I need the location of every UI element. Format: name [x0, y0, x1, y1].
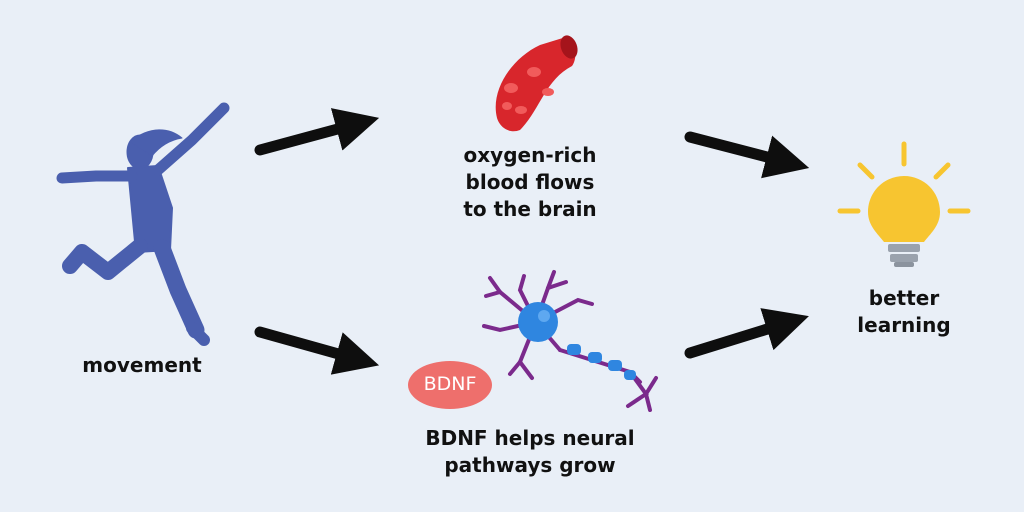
bdnf-line-2: pathways grow	[444, 453, 616, 477]
bdnf-line-1: BDNF helps neural	[425, 426, 635, 450]
learning-line-1: better	[868, 286, 940, 310]
dancing-person-icon	[56, 102, 230, 346]
neuron-nucleus-icon	[518, 302, 636, 380]
bdnf-badge	[408, 361, 492, 409]
learning-label: better learning	[844, 285, 964, 339]
arrow-icon	[254, 108, 380, 156]
blood-vessel-icon	[495, 35, 578, 132]
arrow-icon	[254, 326, 380, 375]
arrow-icon	[684, 131, 810, 179]
movement-text: movement	[82, 353, 202, 377]
blood-flow-label: oxygen-rich blood flows to the brain	[440, 142, 620, 223]
bdnf-badge-label: BDNF	[410, 371, 490, 398]
lightbulb-icon	[837, 141, 971, 267]
blood-flow-line-3: to the brain	[463, 197, 597, 221]
blood-flow-line-1: oxygen-rich	[463, 143, 597, 167]
arrow-icon	[684, 308, 809, 359]
learning-line-2: learning	[857, 313, 951, 337]
bdnf-badge-text: BDNF	[423, 373, 477, 395]
blood-flow-line-2: blood flows	[465, 170, 595, 194]
movement-label: movement	[62, 352, 222, 379]
bdnf-label: BDNF helps neural pathways grow	[420, 425, 640, 479]
neuron-icon	[482, 270, 658, 412]
